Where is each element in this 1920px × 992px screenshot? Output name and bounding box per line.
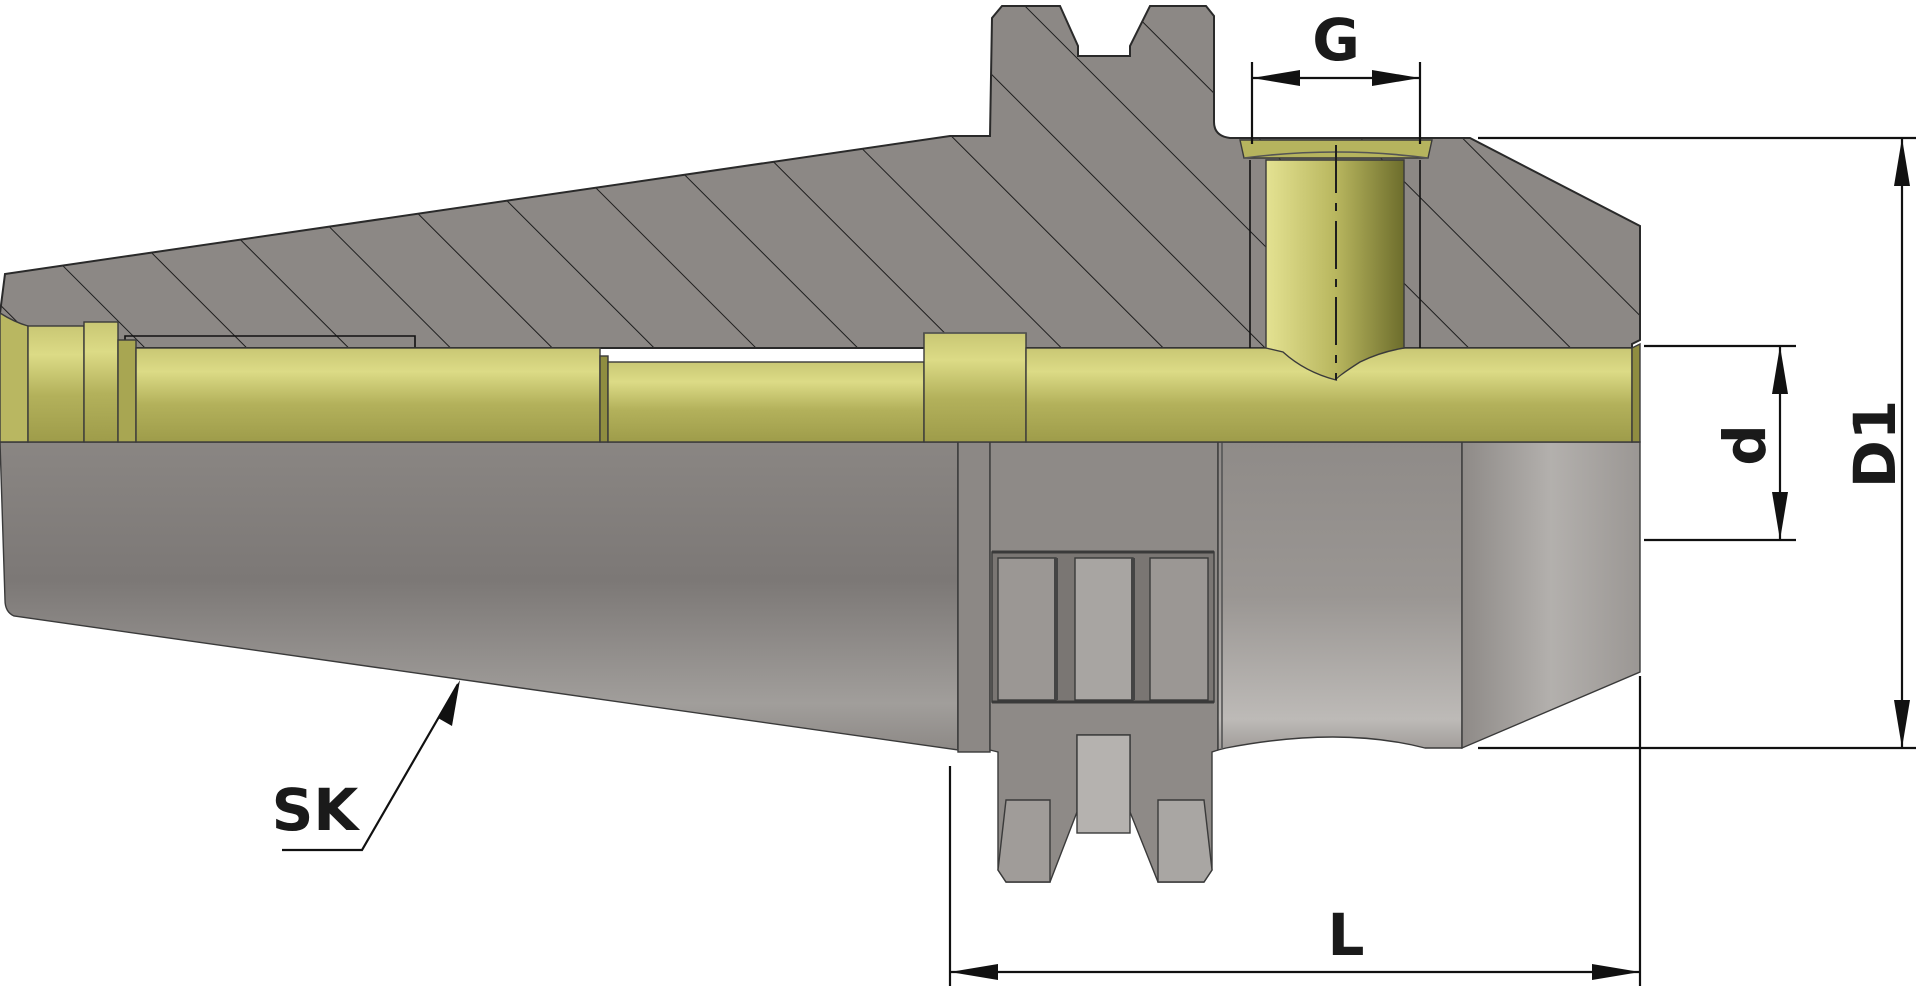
- collar-lower: [1217, 441, 1641, 751]
- coolant-pipe: [0, 312, 1641, 443]
- label-l: L: [1328, 901, 1365, 969]
- label-d: d: [1711, 424, 1779, 466]
- dimension-l: L: [948, 676, 1642, 986]
- taper-shank-lower: [0, 441, 959, 751]
- flange-lower: [957, 441, 1219, 883]
- dimension-d1: D1: [1478, 136, 1916, 750]
- callout-sk: SK: [272, 680, 460, 852]
- dimension-g: G: [1250, 6, 1422, 144]
- label-sk: SK: [272, 776, 361, 844]
- label-g: G: [1312, 6, 1360, 74]
- label-d1: D1: [1841, 400, 1909, 489]
- coolant-connector: [1239, 139, 1433, 382]
- dimension-d: d: [1644, 344, 1796, 542]
